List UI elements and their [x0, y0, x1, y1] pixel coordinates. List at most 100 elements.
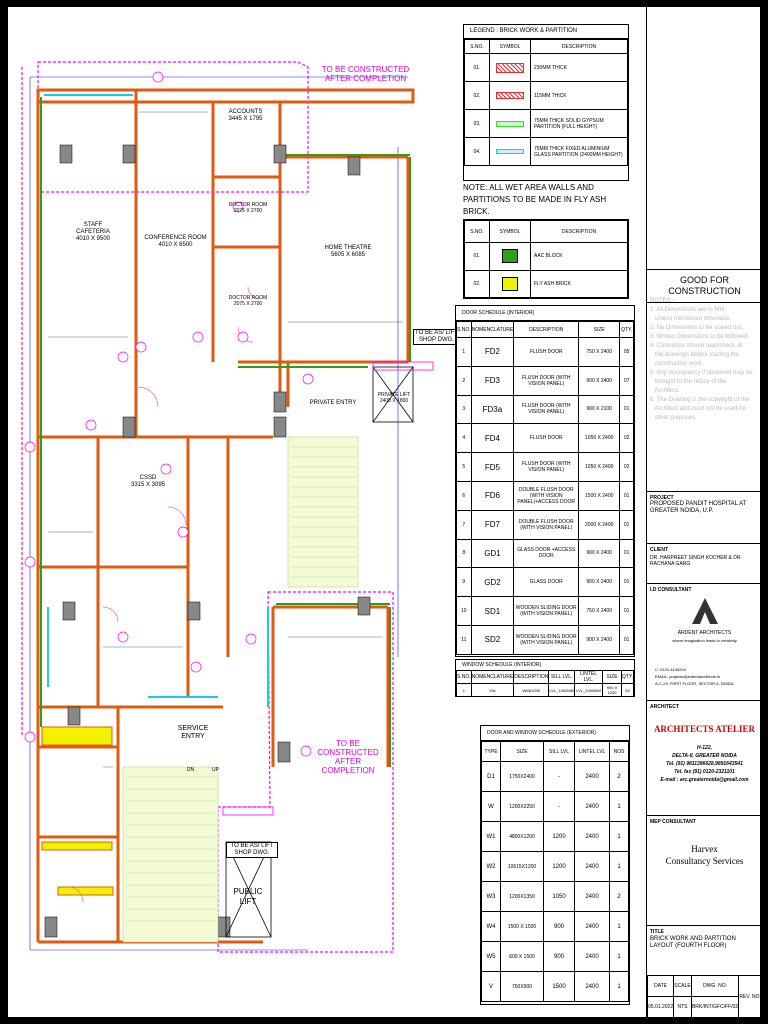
architect-section: ARCHITECT ARCHITECTS ATELIER H-122, DELTA… [647, 700, 762, 816]
ext-size: 1500 X 1500 [500, 911, 544, 942]
ext-sill: 1500 [543, 971, 575, 1002]
legend-brick-header: S.NO. [464, 39, 490, 54]
ext-size: 750X900 [500, 971, 544, 1002]
window-schedule-header: SIZE [602, 670, 622, 684]
legend-brick-sno: 01. [464, 53, 490, 82]
window-schedule-header: DESCRIPTION [513, 670, 550, 684]
title-block: GOOD FOR CONSTRUCTION NOTES:- 1. All Dim… [646, 7, 762, 1018]
door-sno: 4 [456, 423, 472, 454]
door-window-ext-header: SIZE [500, 741, 544, 762]
architect-name: ARCHITECTS ATELIER [653, 724, 756, 734]
ext-sill: 1200 [543, 821, 575, 852]
door-window-ext-header: SILL LVL [543, 741, 575, 762]
ext-sill: - [543, 791, 575, 822]
door-sno: 11 [456, 624, 472, 655]
door-size: 750 X 2400 [578, 596, 621, 626]
door-sno: 5 [456, 452, 472, 482]
door-qty: 01 [619, 394, 634, 425]
door-size: 900 X 2100 [578, 394, 621, 425]
door-schedule-header: DESCRIPTION [513, 321, 580, 338]
legend-block-header: DESCRIPTION [530, 220, 628, 243]
ext-type: W [481, 791, 501, 822]
room-private-lift: PRIVATE LIFT 2400 X 1800 [377, 392, 411, 404]
lift-shop-dwg-note-bottom: TO BE AS/ LIFT SHOP DWG. [226, 842, 278, 858]
scale-label: SCALE [673, 975, 692, 997]
wet-area-note: NOTE: ALL WET AREA WALLS AND PARTITIONS … [463, 183, 607, 216]
door-sno: 7 [456, 509, 472, 540]
note-line: Architect. [650, 388, 680, 394]
architect-label: ARCHITECT [650, 704, 679, 710]
window-schedule-header: QTY. [620, 670, 635, 684]
door-sno: 1 [456, 337, 472, 367]
legend-block-table: S.NO. SYMBOL DESCRIPTION 01. AAC BLOCK 0… [464, 220, 628, 298]
window-schedule-header: S.NO. [456, 670, 472, 684]
door-description: FLUSH DOOR (WITH VISION PANEL) [513, 452, 580, 482]
ext-type: W1 [481, 821, 501, 852]
title-section: TITLE BRICK WORK AND PARTITION LAYOUT (F… [647, 925, 762, 976]
door-description: FLUSH DOOR (WITH VISION PANEL) [513, 394, 580, 425]
door-window-ext-header: NOS [609, 741, 629, 762]
door-qty: 01 [619, 538, 634, 569]
door-description: DOUBLE FLUSH DOOR (WITH VISION PANEL) [513, 509, 580, 540]
ext-nos: 1 [609, 941, 629, 972]
room-service-entry: SERVICE ENTRY [177, 725, 209, 740]
dwg-label: DWG. NO. [690, 975, 740, 997]
id-consultant-contact-line: A-C-29, FIRST FLOOR, SECTOR-6, NOIDA [655, 681, 734, 686]
ext-nos: 1 [609, 791, 629, 822]
window-cell: 02 [620, 683, 635, 697]
legend-brick-title: LEGEND : BRICK WORK & PARTITION [464, 25, 628, 39]
drawing-info-table: DATE SCALE DWG. NO. REV. NO. 05.01.2022 … [646, 975, 762, 1018]
scale-value: NTS [673, 996, 692, 1018]
ext-nos: 1 [609, 911, 629, 942]
legend-symbol-gypsum [489, 109, 531, 138]
door-nomenclature: FD3a [470, 394, 515, 425]
legend-block-desc: FLY ASH BRICK [530, 269, 628, 298]
rev-label: REV. NO. [738, 975, 762, 1018]
door-size: 1500 X 2400 [578, 480, 621, 511]
note-line: 5. Any discrepancy if observed may be [650, 370, 753, 376]
note-line: brought to the notice of the [650, 379, 727, 385]
architect-contact-line: DELTA-II, GREATER NOIDA [672, 753, 737, 759]
legend-symbol-glass [489, 137, 531, 166]
good-for-construction: GOOD FOR CONSTRUCTION [647, 269, 762, 303]
door-schedule-header: S.NO. [456, 321, 472, 338]
door-size: 900 X 2400 [578, 365, 621, 396]
door-nomenclature: SD2 [470, 624, 515, 655]
notes-section: NOTES:- 1. All Dimensions are in MM, unl… [650, 297, 760, 423]
construct-after-completion-top-note: TO BE CONSTRUCTED AFTER COMPLETION [321, 65, 410, 83]
door-window-ext-header: LINTEL LVL [574, 741, 610, 762]
door-description: FLUSH DOOR (WITH VISION PANEL) [513, 365, 580, 396]
client-label: CLIENT [650, 547, 669, 553]
ext-lintel: 2400 [574, 881, 610, 912]
note-line: 6. The Drawing is the copyright of the [650, 397, 750, 403]
ext-lintel: 2400 [574, 911, 610, 942]
door-sno: 2 [456, 365, 472, 396]
note-line: 1. All Dimensions are in MM, [650, 307, 727, 313]
door-description: GLASS DOOR +ACCESS DOOR [513, 538, 580, 569]
architect-contact-line: H-122, [696, 745, 712, 751]
door-description: FLUSH DOOR [513, 337, 580, 367]
note-line: 2. No Dimensions to be scaled out. [650, 325, 744, 331]
ext-size: 1750X2400 [500, 761, 544, 792]
ardent-logo-icon [692, 598, 718, 624]
door-size: 900 X 2400 [578, 567, 621, 598]
door-size: 1050 X 2400 [578, 452, 621, 482]
id-consultant-tagline: where imagination leads to creativity [672, 638, 737, 643]
ext-type: D1 [481, 761, 501, 792]
legend-block: S.NO. SYMBOL DESCRIPTION 01. AAC BLOCK 0… [463, 219, 629, 299]
window-cell: LVL_2400MM [573, 683, 604, 697]
door-description: FLUSH DOOR [513, 423, 580, 454]
door-nomenclature: FD5 [470, 452, 515, 482]
architect-contact-line: Tel. fax (91) 0120-2321101 [674, 769, 735, 775]
ext-lintel: 2400 [574, 941, 610, 972]
